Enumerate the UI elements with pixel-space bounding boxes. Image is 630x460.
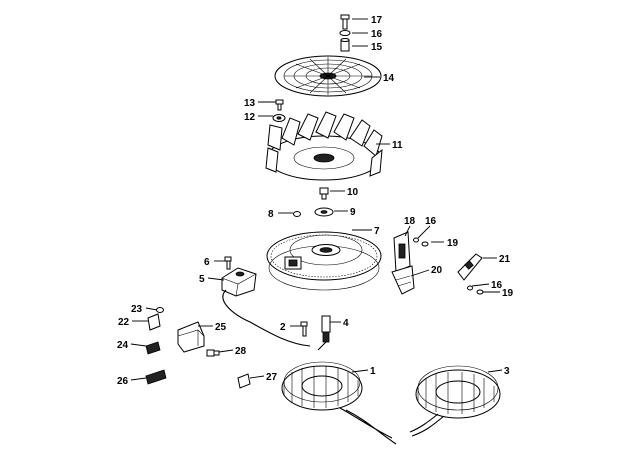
part-2-screw [300,321,308,337]
callout-23: 23 [131,304,143,315]
callout-25: 25 [215,322,227,333]
callout-2: 2 [280,322,286,333]
callout-20: 20 [431,265,443,276]
part-19-screw-low [476,289,484,295]
callout-9: 9 [350,207,356,218]
callout-27: 27 [266,372,278,383]
part-19-screw-mid [421,241,429,247]
part-8-key [293,211,301,217]
callout-24: 24 [117,340,129,351]
callout-19: 19 [447,238,459,249]
part-11-fan [265,111,383,181]
part-14-rotating-screen [274,55,382,97]
callout-28: 28 [235,346,247,357]
part-25-rectifier [177,321,205,353]
part-6-screw [224,256,232,270]
part-21-bracket [457,253,483,281]
callout-13: 13 [244,98,256,109]
part-10-nut [319,187,329,200]
callout-16-b: 16 [425,216,437,227]
callout-8: 8 [268,209,274,220]
callout-3: 3 [504,366,510,377]
callout-18: 18 [404,216,416,227]
part-23-washer [156,307,164,313]
callout-19-b: 19 [502,288,514,299]
part-16-washer-mid [413,237,419,243]
callout-16-c: 16 [491,280,503,291]
part-24-connector [145,341,161,355]
part-27-clamp [237,373,251,389]
part-3-alternator-stator [409,365,501,437]
callout-16: 16 [371,29,383,40]
callout-6: 6 [204,257,210,268]
callout-26: 26 [117,376,129,387]
callout-15: 15 [371,42,383,53]
part-9-washer [314,207,334,217]
callout-labels: 17 16 15 14 13 12 11 10 9 8 7 18 16 19 2… [117,15,514,387]
part-5-ignition-module [221,267,257,297]
part-13-screw [275,99,284,111]
callout-21: 21 [499,254,511,265]
part-17-screw [340,14,350,30]
part-12-spacer [272,114,286,122]
part-28-screw [206,349,220,357]
callout-11: 11 [392,140,403,151]
part-26-connector [145,369,167,385]
part-18-bracket [393,231,411,273]
callout-7: 7 [374,226,380,237]
part-22-terminal [147,313,161,331]
part-4-spark-plug-boot [317,315,331,351]
part-16-washer-top [339,30,351,36]
part-7-flywheel [266,231,382,291]
callout-12: 12 [244,112,256,123]
leader-lines [130,18,503,381]
callout-14: 14 [383,73,395,84]
ignition-wire [222,289,311,347]
part-15-bushing [340,38,350,52]
callout-1: 1 [370,366,376,377]
part-20-bracket [391,265,415,295]
callout-17: 17 [371,15,383,26]
callout-5: 5 [199,274,205,285]
part-1-alternator-stator [281,361,397,445]
callout-10: 10 [347,187,359,198]
callout-4: 4 [343,318,349,329]
callout-22: 22 [118,317,130,328]
part-16-washer-low [467,285,473,291]
